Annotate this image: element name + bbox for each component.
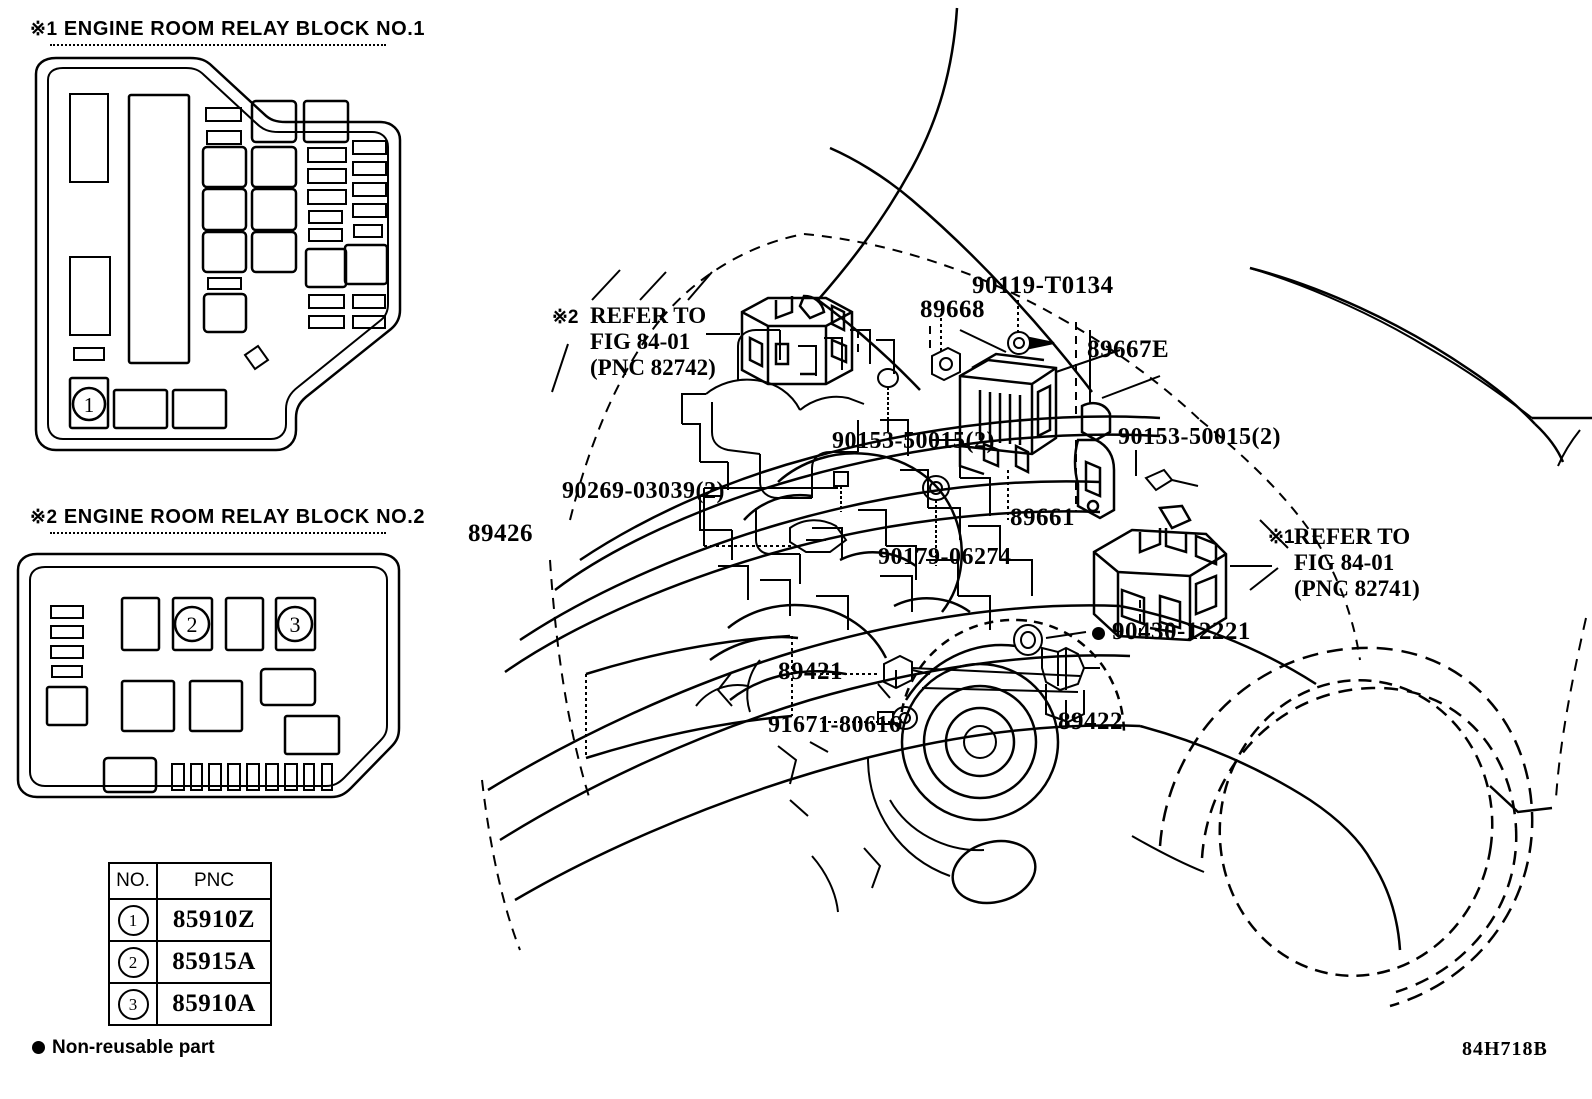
relay-block-1-heading: ※1 ENGINE ROOM RELAY BLOCK NO.1 xyxy=(30,18,425,41)
table-header-no: NO. xyxy=(108,862,158,900)
table-cell-pnc: 85915A xyxy=(156,940,272,984)
component-89668-clamp xyxy=(931,346,961,382)
part-label-89661: 89661 xyxy=(1010,504,1075,531)
part-label-89667E: 89667E xyxy=(1087,336,1170,363)
table-cell-pnc: 85910Z xyxy=(156,898,272,942)
relay-block-1-mark: ※1 xyxy=(30,19,58,40)
part-label-90430-text: 90430-12221 xyxy=(1112,618,1251,645)
component-89421-sensor xyxy=(877,654,931,699)
part-label-90153-right: 90153-50015(2) xyxy=(1118,424,1281,450)
vehicle-illustration xyxy=(481,7,1592,1008)
relay-block-2-marker-2: 2 xyxy=(187,612,198,637)
part-label-90119-T0134: 90119-T0134 xyxy=(972,272,1114,299)
part-label-89422: 89422 xyxy=(1058,708,1123,735)
refer-82741-callout: REFER TO FIG 84-01 (PNC 82741) xyxy=(1294,524,1420,602)
table-cell-no: 1 xyxy=(108,898,158,942)
part-label-91671-80616: 91671-80616 xyxy=(768,712,902,738)
refer-82742-line2: FIG 84-01 xyxy=(590,329,691,354)
non-reusable-label: Non-reusable part xyxy=(52,1037,215,1058)
part-label-89421: 89421 xyxy=(778,658,843,685)
relay-block-2-heading: ※2 ENGINE ROOM RELAY BLOCK NO.2 xyxy=(30,506,425,529)
non-reusable-dot-icon xyxy=(32,1041,45,1055)
table-cell-no: 3 xyxy=(108,982,158,1026)
part-label-90430-12221: 90430-12221 xyxy=(1092,618,1251,646)
bolt-91671 xyxy=(877,706,918,730)
refer-82741-line3: (PNC 82741) xyxy=(1294,576,1420,601)
relay-block-1-drawing: 1 xyxy=(34,56,402,452)
circled-number: 2 xyxy=(117,946,149,978)
component-89426-bracket xyxy=(789,519,848,553)
table-cell-pnc: 85910A xyxy=(156,982,272,1026)
part-label-90153-left: 90153-50015(2) xyxy=(832,428,995,454)
pnc-table: NO. PNC 1 85910Z 2 85915A 3 85910A xyxy=(108,862,272,1026)
relay-block-2-title: ENGINE ROOM RELAY BLOCK NO.2 xyxy=(63,506,426,528)
relay-block-2-underline xyxy=(50,532,386,534)
component-90430-gasket xyxy=(1013,624,1100,692)
relay-block-1-title: ENGINE ROOM RELAY BLOCK NO.1 xyxy=(63,18,426,40)
figure-code: 84H718B xyxy=(1462,1038,1548,1060)
part-label-90269-03039: 90269-03039(2) xyxy=(562,478,725,504)
relay-block-2-mark: ※2 xyxy=(30,507,58,528)
part-label-89668: 89668 xyxy=(920,296,985,323)
bolt-90153-left xyxy=(877,368,899,420)
bolt-90179 xyxy=(922,475,950,566)
refer-82741-mark: ※1 xyxy=(1268,527,1295,548)
circled-number: 3 xyxy=(117,988,149,1020)
bolt-90269 xyxy=(833,471,849,512)
table-row: 3 85910A xyxy=(108,982,272,1026)
table-header-row: NO. PNC xyxy=(108,862,272,900)
relay-block-1-marker-1: 1 xyxy=(84,393,95,417)
component-89667E-bracket xyxy=(1073,402,1116,520)
refer-82741-line2: FIG 84-01 xyxy=(1294,550,1395,575)
table-cell-no: 2 xyxy=(108,940,158,984)
refer-82742-line3: (PNC 82742) xyxy=(590,355,716,380)
refer-82741-line1: REFER TO xyxy=(1294,524,1411,549)
refer-82742-line1: REFER TO xyxy=(590,303,707,328)
relay-block-2-drawing: 2 3 xyxy=(16,552,401,799)
table-row: 2 85915A xyxy=(108,940,272,984)
component-82742 xyxy=(740,294,854,386)
relay-block-2-marker-3: 3 xyxy=(290,612,301,637)
table-row: 1 85910Z xyxy=(108,898,272,942)
component-89661-ecu xyxy=(958,352,1058,476)
part-label-90179-06274: 90179-06274 xyxy=(878,544,1012,570)
relay-block-1-underline xyxy=(50,44,386,46)
bolt-90153-right xyxy=(1144,468,1199,492)
non-reusable-dot-icon xyxy=(1092,626,1105,640)
part-label-89426: 89426 xyxy=(468,520,533,547)
component-89422 xyxy=(1045,684,1085,724)
circled-number: 1 xyxy=(117,904,149,936)
refer-82742-callout: REFER TO FIG 84-01 (PNC 82742) xyxy=(590,303,716,381)
table-header-pnc: PNC xyxy=(156,862,272,900)
non-reusable-legend: Non-reusable part xyxy=(32,1037,215,1059)
refer-82742-mark: ※2 xyxy=(552,307,579,328)
component-82741 xyxy=(1092,504,1228,642)
